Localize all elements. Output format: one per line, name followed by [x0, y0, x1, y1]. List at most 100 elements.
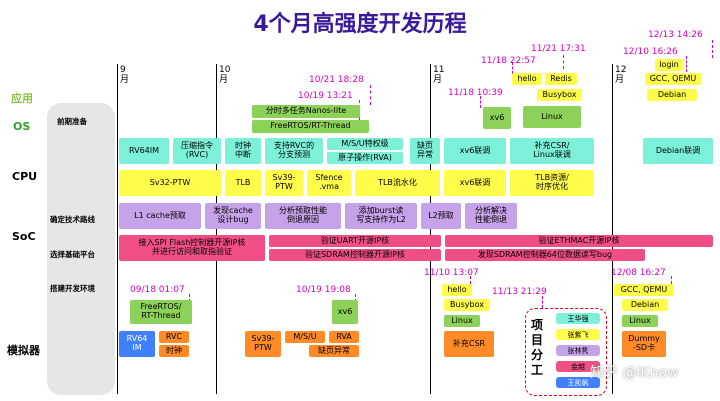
- month-label-dec: 12 月: [615, 65, 627, 85]
- legend-member-3: 张林隽: [556, 345, 600, 356]
- box-debian-app: Debian: [647, 89, 697, 101]
- box-l2-prefetch: L2预取: [421, 203, 461, 229]
- box-sv39-sim: Sv39- PTW: [245, 331, 281, 357]
- box-xv6-sim: xv6: [332, 300, 358, 324]
- milestone-line: [370, 85, 371, 105]
- box-login-app: login: [655, 59, 683, 71]
- box-rva-sim: RVA: [329, 331, 359, 343]
- milestone-line: [355, 294, 356, 302]
- milestone-line: [470, 276, 471, 284]
- row-label-os: OS: [13, 120, 31, 133]
- box-busybox-sim: Busybox: [444, 299, 490, 311]
- box-xv6-cpu2: xv6联调: [444, 170, 506, 196]
- row-label-soc: SoC: [12, 230, 36, 243]
- row-label-app: 应用: [11, 92, 33, 105]
- milestone-date: 11/13 21:29: [492, 287, 547, 297]
- side-label-env: 搭建开发环境: [50, 284, 95, 293]
- month-line-sep: [117, 64, 118, 394]
- box-tlb-optimize: TLB资源/ 时序优化: [510, 170, 594, 196]
- month-line-dec: [612, 64, 613, 394]
- milestone-date: 10/19 13:21: [298, 91, 353, 101]
- box-dummy-sd: Dummy -SD卡: [622, 331, 666, 357]
- box-perf-fix: 分析解决 性能倒退: [465, 203, 517, 229]
- box-hello-app: hello: [512, 73, 542, 85]
- milestone-line: [671, 276, 672, 284]
- milestone-line: [686, 56, 687, 72]
- milestone-line: [480, 96, 481, 108]
- box-sv32-ptw: Sv32-PTW: [119, 170, 221, 196]
- box-sv39-ptw: Sv39- PTW: [265, 170, 303, 196]
- legend-member-2: 张紫飞: [556, 329, 600, 340]
- box-burst: 添加burst读 写支持作为L2: [345, 203, 417, 229]
- box-branch-predict: 支持RVC的 分支预测: [265, 138, 323, 164]
- box-gcc-app: GCC, QEMU: [645, 73, 701, 85]
- box-freertos-os: FreeRTOS/RT-Thread: [252, 120, 369, 133]
- box-tlb: TLB: [225, 170, 261, 196]
- box-xv6-cpu: xv6联调: [444, 138, 506, 164]
- box-linux-os: Linux: [523, 106, 581, 128]
- side-label-prep: 前期准备: [57, 117, 87, 126]
- box-debian-cpu: Debian联调: [643, 138, 713, 164]
- legend-member-1: 王华强: [556, 313, 600, 324]
- team-legend: [525, 308, 607, 396]
- box-uart: 验证UART开源IP核: [269, 235, 441, 247]
- milestone-line: [512, 62, 513, 74]
- month-label-oct: 10 月: [219, 65, 231, 85]
- box-gcc-sim: GCC, QEMU: [614, 284, 674, 296]
- milestone-line: [189, 294, 190, 302]
- milestone-date: 11/10 13:07: [424, 268, 479, 278]
- box-redis-app: Redis: [545, 73, 577, 85]
- milestone-date: 09/18 01:07: [130, 285, 185, 295]
- box-sdram64: 发现SDRAM控制器64位数据读写bug: [445, 249, 645, 261]
- box-interrupt: 时钟 中断: [225, 138, 261, 164]
- box-hello-sim: hello: [442, 284, 472, 296]
- watermark: 知乎 @iKnow: [590, 365, 679, 381]
- box-msu: M/S/U特权级: [327, 138, 403, 150]
- page-title: 4个月高强度开发历程: [253, 12, 467, 37]
- row-label-sim: 模拟器: [7, 344, 40, 357]
- box-l1-cache: L1 cache预取: [119, 203, 201, 229]
- box-page-fault: 缺页 异常: [410, 138, 440, 164]
- box-rv64im-sim: RV64 IM: [119, 331, 155, 357]
- box-perf-analysis: 分析预取性能 倒退原因: [265, 203, 341, 229]
- box-csr-sim: 补充CSR: [444, 331, 494, 357]
- box-rv64im: RV64IM: [119, 138, 169, 164]
- box-tlb-pipeline: TLB流水化: [355, 170, 440, 196]
- row-label-cpu: CPU: [12, 170, 38, 183]
- milestone-line: [542, 296, 543, 308]
- box-csr-linux: 补充CSR/ Linux联调: [510, 138, 594, 164]
- milestone-date: 12/10 16:26: [623, 47, 678, 57]
- box-sfence: Sfence .vma: [307, 170, 351, 196]
- milestone-date: 12/13 14:26: [648, 30, 703, 40]
- box-msu-sim: M/S/U: [285, 331, 325, 343]
- box-linux-sim: Linux: [444, 315, 480, 327]
- box-xv6-os: xv6: [483, 107, 511, 129]
- box-nanos-lite: 分时多任务Nanos-lite: [252, 105, 360, 118]
- month-label-nov: 11 月: [433, 65, 445, 85]
- box-debian-sim: Debian: [622, 299, 668, 311]
- box-rvc: 压缩指令 (RVC): [173, 138, 221, 164]
- box-rva: 原子操作(RVA): [327, 152, 403, 164]
- legend-member-4: 金越: [556, 361, 600, 372]
- box-ethmac: 验证ETHMAC开源IP核: [445, 235, 713, 247]
- phase-panel: [47, 103, 115, 395]
- box-busybox-app: Busybox: [537, 89, 582, 101]
- milestone-date: 11/18 10:39: [448, 88, 503, 98]
- milestone-line: [712, 40, 713, 58]
- legend-title: 项 目 分 工: [531, 318, 544, 377]
- box-sdram: 验证SDRAM控制器开源IP核: [269, 249, 441, 261]
- box-interrupt-sim: 时钟: [159, 345, 189, 357]
- milestone-date: 11/18 22:57: [481, 56, 536, 66]
- box-exc-sim: 缺页异常: [309, 345, 359, 357]
- legend-member-5: 王凯帆: [556, 377, 600, 388]
- box-linux-sim2: Linux: [622, 315, 658, 327]
- milestone-date: 12/08 16:27: [611, 268, 666, 278]
- box-cache-bug: 发现cache 设计bug: [205, 203, 261, 229]
- side-label-platform: 选择基础平台: [50, 250, 95, 259]
- milestone-line: [563, 55, 564, 69]
- month-label-sep: 9 月: [120, 65, 130, 85]
- month-line-oct: [216, 64, 217, 394]
- box-spi-flash: 接入SPI Flash控制器开源IP核 并进行访问和取指验证: [119, 235, 265, 261]
- month-line-nov: [430, 64, 431, 394]
- box-rvc-sim: RVC: [159, 331, 189, 343]
